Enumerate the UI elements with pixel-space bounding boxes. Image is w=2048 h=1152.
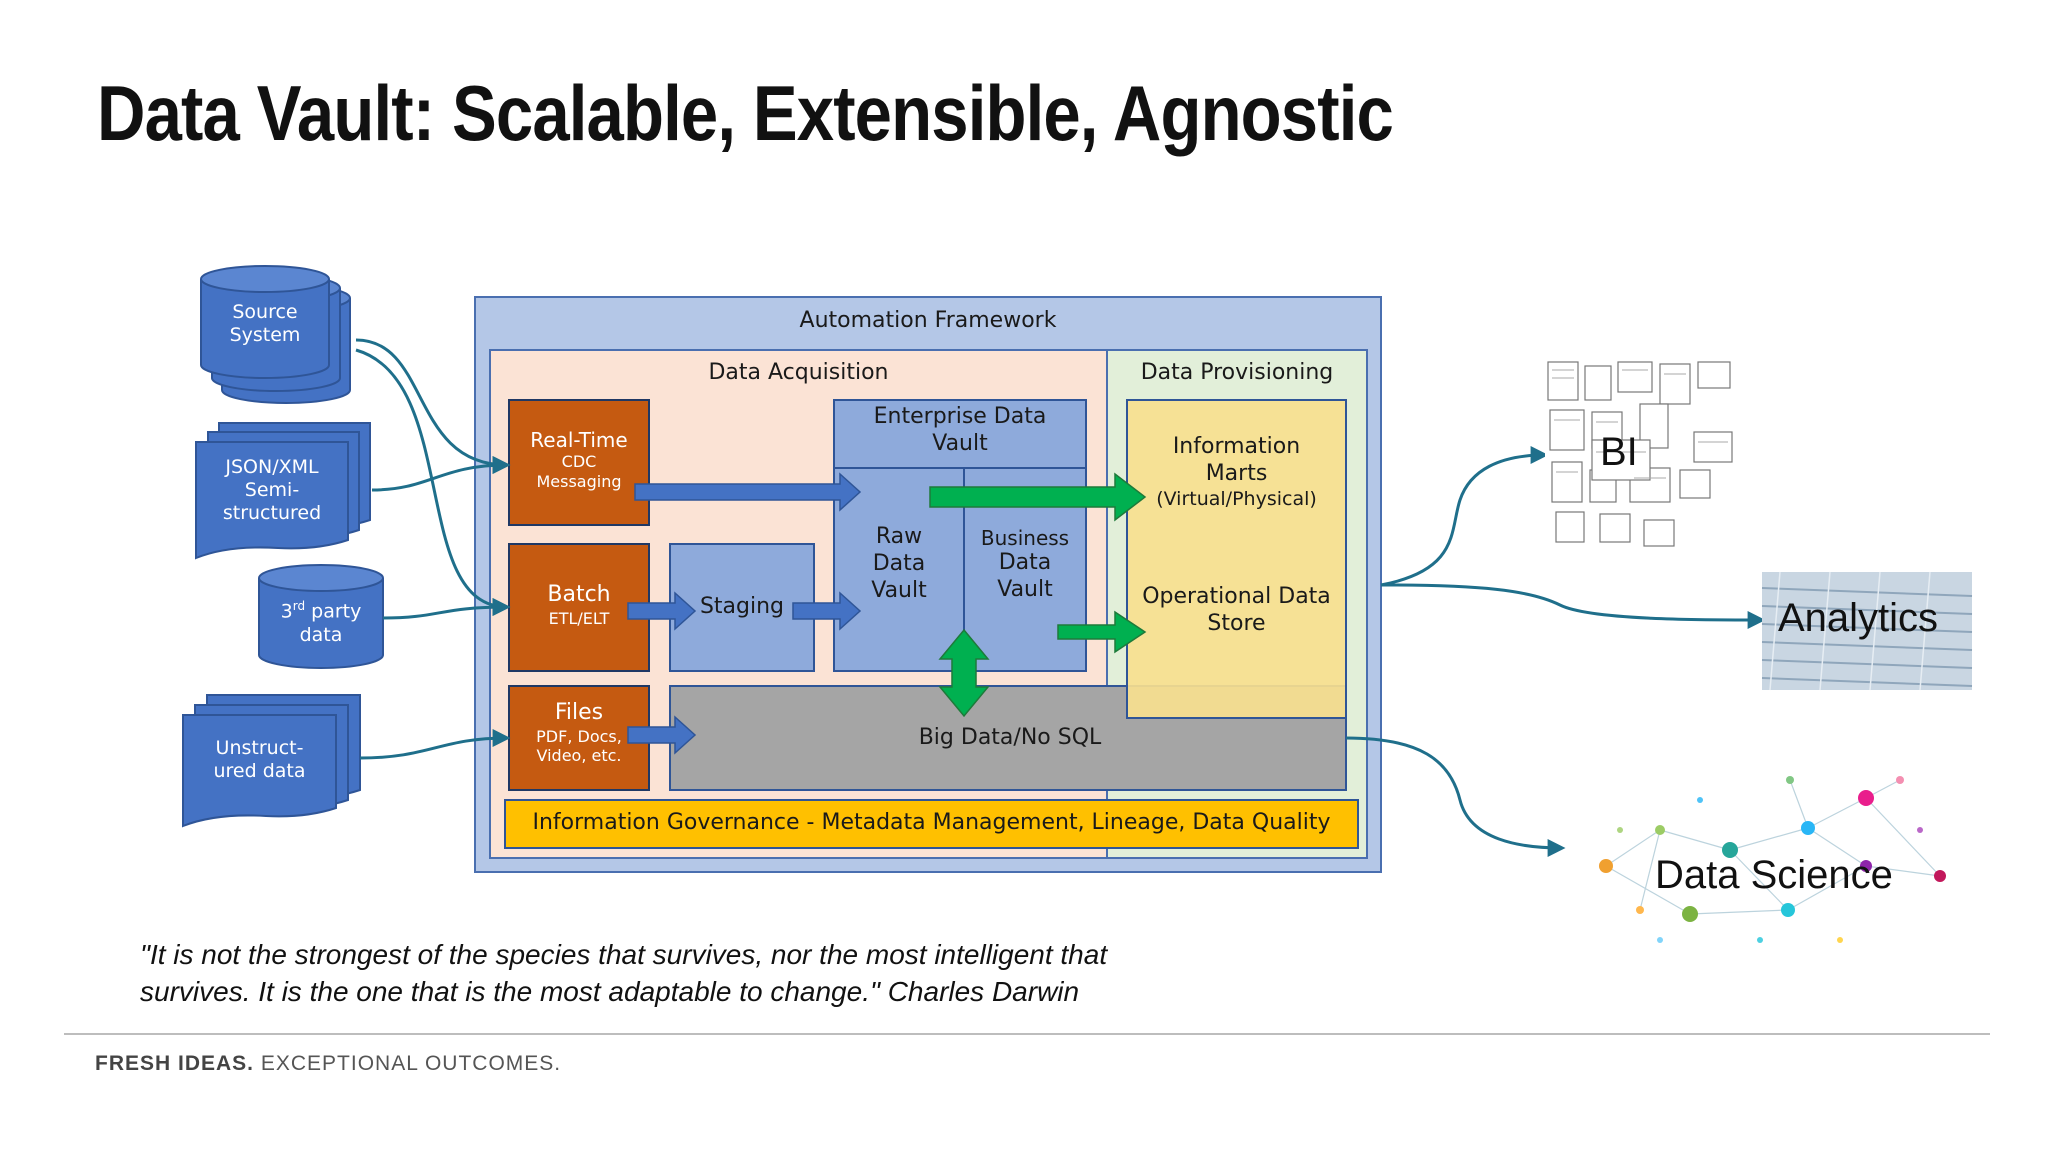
darwin-quote: "It is not the strongest of the species … <box>140 939 1108 1007</box>
files-box <box>508 685 650 791</box>
big-data-label: Big Data/No SQL <box>918 725 1102 750</box>
source-connectors <box>355 338 511 760</box>
source-system-cylinders <box>200 265 351 404</box>
realtime-label: Real-Time CDC Messaging <box>530 428 628 491</box>
files-label: Files PDF, Docs, Video, etc. <box>536 700 622 766</box>
data-acquisition-label: Data Acquisition <box>708 360 889 385</box>
data-provisioning-label: Data Provisioning <box>1140 360 1334 385</box>
staging-label: Staging <box>699 594 785 619</box>
realtime-box <box>508 399 650 526</box>
output-connectors <box>1345 446 1766 857</box>
batch-to-staging-arrow <box>627 591 697 631</box>
analytics-label: Analytics <box>1778 596 1939 640</box>
staging-box <box>669 543 815 672</box>
bi-collage-image <box>1545 360 1735 548</box>
data-science-network-image <box>1599 776 1946 943</box>
batch-box <box>508 543 650 672</box>
automation-framework-label: Automation Framework <box>799 308 1057 333</box>
bi-label: BI <box>1600 430 1638 474</box>
staging-to-vault-arrow <box>792 591 862 631</box>
governance-label: Information Governance - Metadata Manage… <box>532 810 1331 835</box>
vault-bigdata-bidirectional-arrow <box>938 628 990 718</box>
data-science-label: Data Science <box>1655 853 1893 897</box>
slide-title: Data Vault: Scalable, Extensible, Agnost… <box>97 69 1394 157</box>
realtime-to-vault-arrow <box>634 472 862 512</box>
third-party-label: 3rd party data <box>280 599 362 646</box>
batch-label: Batch ETL/ELT <box>547 582 611 628</box>
unstructured-documents <box>182 694 361 828</box>
information-marts-box <box>1126 399 1347 719</box>
governance-bar <box>504 799 1359 849</box>
vault-to-ods-arrow <box>1057 610 1147 654</box>
unstructured-label: Unstruct-ured data <box>213 737 306 783</box>
analytics-photo-image <box>1761 571 1973 691</box>
third-party-cylinder <box>258 564 384 669</box>
json-xml-documents <box>195 422 371 560</box>
vault-to-marts-arrow <box>929 472 1147 522</box>
footer-tagline: FRESH IDEAS. EXCEPTIONAL OUTCOMES. <box>95 1052 562 1075</box>
files-to-bigdata-arrow <box>627 715 697 755</box>
enterprise-data-vault-header <box>833 399 1087 469</box>
